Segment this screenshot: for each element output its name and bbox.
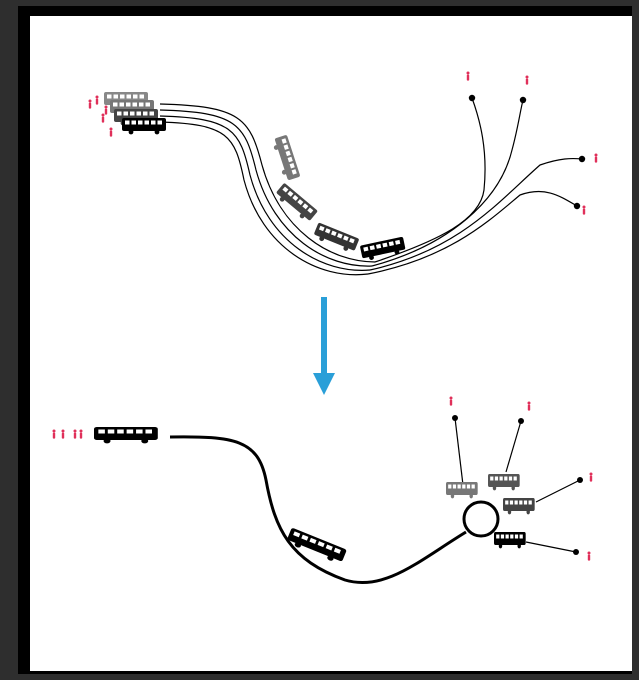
person-icon [110, 128, 113, 137]
parallel-routes [160, 104, 375, 275]
stop-dot [573, 549, 579, 555]
person-icon [528, 402, 531, 411]
bus-icon [312, 222, 359, 254]
person-icon [588, 552, 591, 561]
stop-dot [579, 156, 585, 162]
route-line [370, 159, 582, 270]
route-line [375, 98, 485, 262]
person-icon [105, 106, 108, 115]
stop-dot [518, 418, 524, 424]
bus-icon [286, 527, 347, 564]
person-icon [102, 114, 105, 123]
person-icon [467, 72, 470, 81]
feeder-line [536, 480, 580, 502]
person-icon [89, 100, 92, 109]
person-icon [583, 206, 586, 215]
feeder-line [506, 421, 521, 472]
bus-icon [503, 498, 535, 514]
bus-icon [360, 237, 406, 262]
person-icon [80, 430, 83, 439]
stop-dots [469, 95, 585, 209]
depot-buses [104, 92, 166, 134]
trunk-route-line [170, 437, 466, 583]
bus-icon [271, 135, 300, 182]
person-icon [62, 430, 65, 439]
bus-icon [274, 183, 318, 224]
waiting-people [467, 72, 598, 215]
stop-dot [469, 95, 475, 101]
person-icon [526, 76, 529, 85]
top-scenario [89, 72, 598, 275]
person-icon [450, 397, 453, 406]
person-icon [590, 473, 593, 482]
stop-dot [452, 415, 458, 421]
bus-icon [488, 474, 520, 490]
bus-icon [446, 482, 478, 498]
turnaround-loop-icon [464, 502, 498, 536]
depot-people [53, 430, 83, 439]
bottom-scenario [53, 397, 593, 583]
arrow-down-icon [313, 297, 335, 395]
bus-icon [94, 427, 158, 443]
feeder-line [526, 542, 576, 552]
stop-dot [577, 477, 583, 483]
person-icon [96, 96, 99, 105]
person-icon [74, 430, 77, 439]
stop-dot [574, 203, 580, 209]
route-line [160, 122, 368, 275]
person-icon [53, 430, 56, 439]
person-icon [595, 154, 598, 163]
route-line [160, 116, 370, 270]
feeder-line [455, 418, 463, 485]
bus-icon [494, 532, 526, 548]
stop-dot [520, 97, 526, 103]
bus-icon [122, 118, 166, 134]
